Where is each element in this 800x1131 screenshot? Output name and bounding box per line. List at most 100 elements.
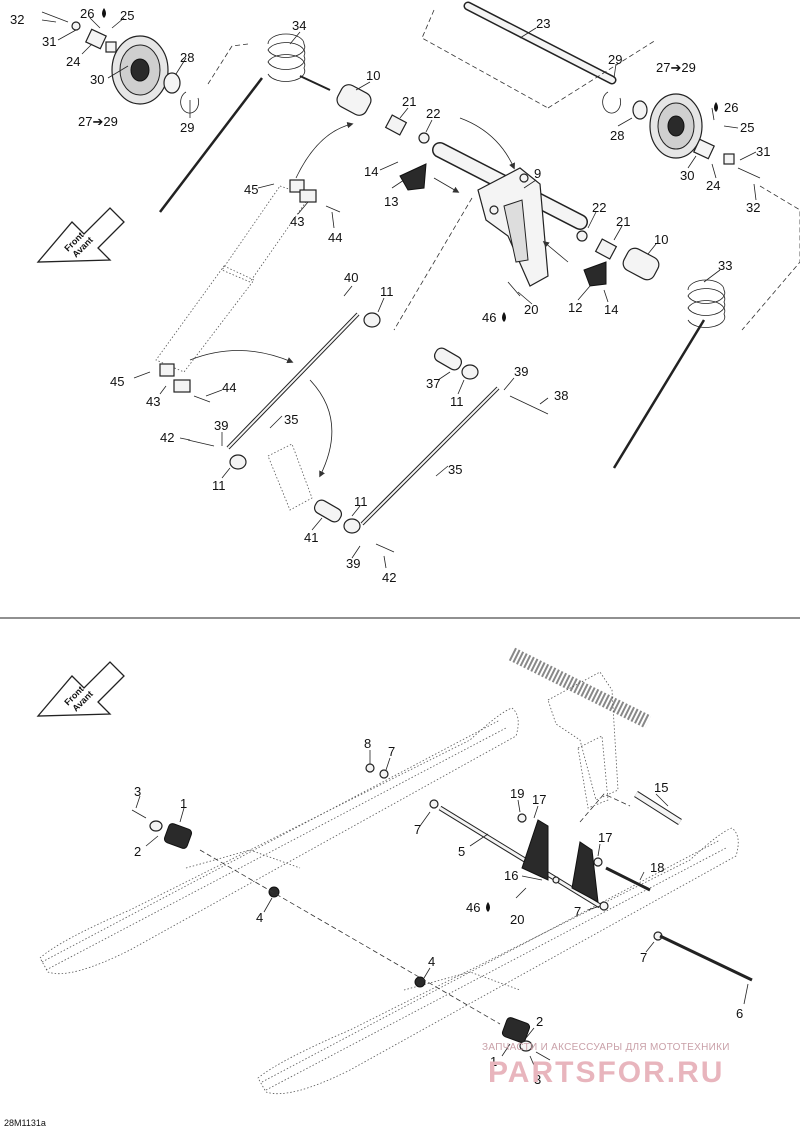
callout-3b: 3 [534, 1072, 541, 1087]
callout-37: 37 [426, 376, 440, 391]
callout-14: 14 [364, 164, 378, 179]
callout-22b: 22 [592, 200, 606, 215]
callout-7c: 7 [574, 904, 581, 919]
callout-26: 26 [80, 6, 94, 21]
callout-45b: 45 [110, 374, 124, 389]
callout-10b: 10 [654, 232, 668, 247]
idler-wheel-right [602, 91, 761, 179]
callout-45: 45 [244, 182, 258, 197]
shock-absorber [155, 179, 341, 403]
callout-21b: 21 [616, 214, 630, 229]
bottom-leader-lines [135, 750, 749, 1071]
callout-46: 46 [482, 310, 496, 325]
callout-23: 23 [536, 16, 550, 31]
callout-1b: 1 [490, 1054, 497, 1069]
pivot-arm-9 [336, 84, 660, 297]
callout-30b: 30 [680, 168, 694, 183]
callout-19: 19 [510, 786, 524, 801]
callout-32: 32 [10, 12, 24, 27]
callout-46b: 46 [466, 900, 480, 915]
callout-25: 25 [120, 8, 134, 23]
callout-9: 9 [534, 166, 541, 181]
callout-27-29: 27➔29 [78, 114, 118, 129]
callout-15: 15 [654, 780, 668, 795]
callout-44: 44 [328, 230, 342, 245]
lubricant-drop-icon [502, 312, 506, 322]
slide-rail-right [257, 827, 739, 1095]
callout-41: 41 [304, 530, 318, 545]
motion-arrows-top [189, 117, 569, 478]
callout-29b: 29 [608, 52, 622, 67]
top-callouts: 32 31 24 30 26 25 28 27➔29 29 34 10 21 2… [10, 6, 770, 585]
callout-20: 20 [524, 302, 538, 317]
callout-40: 40 [344, 270, 358, 285]
callout-24: 24 [66, 54, 80, 69]
callout-26b: 26 [724, 100, 738, 115]
callout-39b: 39 [514, 364, 528, 379]
callout-22: 22 [426, 106, 440, 121]
callout-28b: 28 [610, 128, 624, 143]
callout-21: 21 [402, 94, 416, 109]
bottom-callouts: 8 7 3 1 2 4 7 5 19 17 15 17 18 16 46 20 … [134, 736, 743, 1087]
callout-16: 16 [504, 868, 518, 883]
callout-35: 35 [284, 412, 298, 427]
lubricant-drop-icons [102, 8, 718, 912]
callout-31b: 31 [756, 144, 770, 159]
callout-27-29b: 27➔29 [656, 60, 696, 75]
callout-43b: 43 [146, 394, 160, 409]
torsion-spring-34 [159, 33, 331, 213]
callout-11b: 11 [212, 478, 226, 493]
watermark-tagline: ЗАПЧАСТИ И АКСЕССУАРЫ ДЛЯ МОТОТЕХНИКИ [482, 1042, 730, 1053]
callout-11d: 11 [354, 494, 368, 509]
watermark: ЗАПЧАСТИ И АКСЕССУАРЫ ДЛЯ МОТОТЕХНИКИ PA… [482, 1042, 730, 1089]
callout-11: 11 [380, 284, 394, 299]
top-leader-lines [41, 17, 757, 569]
shaft-23 [463, 1, 617, 85]
callout-42: 42 [160, 430, 174, 445]
callout-43: 43 [290, 214, 304, 229]
link-rods-35 [187, 312, 549, 553]
torsion-spring-33 [612, 279, 726, 469]
callout-12: 12 [568, 300, 582, 315]
front-direction-arrow-top: Front Avant [36, 207, 125, 263]
callout-2b: 2 [536, 1014, 543, 1029]
callout-17b: 17 [598, 830, 612, 845]
callout-7: 7 [388, 744, 395, 759]
callout-5: 5 [458, 844, 465, 859]
callout-4b: 4 [428, 954, 435, 969]
callout-42b: 42 [382, 570, 396, 585]
callout-28: 28 [180, 50, 194, 65]
callout-32b: 32 [746, 200, 760, 215]
arm-assembly-ghost [508, 647, 652, 809]
callout-1: 1 [180, 796, 187, 811]
callout-6: 6 [736, 1006, 743, 1021]
callout-3: 3 [134, 784, 141, 799]
callout-4: 4 [256, 910, 263, 925]
callout-39c: 39 [346, 556, 360, 571]
watermark-logo: PARTSFOR.RU [488, 1056, 724, 1089]
callout-34: 34 [292, 18, 306, 33]
drawing-id: 28M1131a [4, 1118, 46, 1128]
callout-24b: 24 [706, 178, 720, 193]
slide-rail-left [39, 707, 519, 975]
lubricant-drop-icon [486, 902, 490, 912]
callout-10: 10 [366, 68, 380, 83]
front-direction-arrow-bottom: Front Avant [36, 661, 125, 717]
callout-25b: 25 [740, 120, 754, 135]
callout-17: 17 [532, 792, 546, 807]
lubricant-drop-icon [102, 8, 106, 18]
callout-38: 38 [554, 388, 568, 403]
callout-44b: 44 [222, 380, 236, 395]
callout-29: 29 [180, 120, 194, 135]
idler-wheel-left [41, 11, 199, 114]
callout-8: 8 [364, 736, 371, 751]
assembly-dash-lines [207, 9, 800, 331]
callout-18: 18 [650, 860, 664, 875]
callout-14b: 14 [604, 302, 618, 317]
callout-11c: 11 [450, 394, 464, 409]
callout-7d: 7 [640, 950, 647, 965]
callout-13: 13 [384, 194, 398, 209]
callout-39: 39 [214, 418, 228, 433]
lubricant-drop-icon [714, 102, 718, 112]
